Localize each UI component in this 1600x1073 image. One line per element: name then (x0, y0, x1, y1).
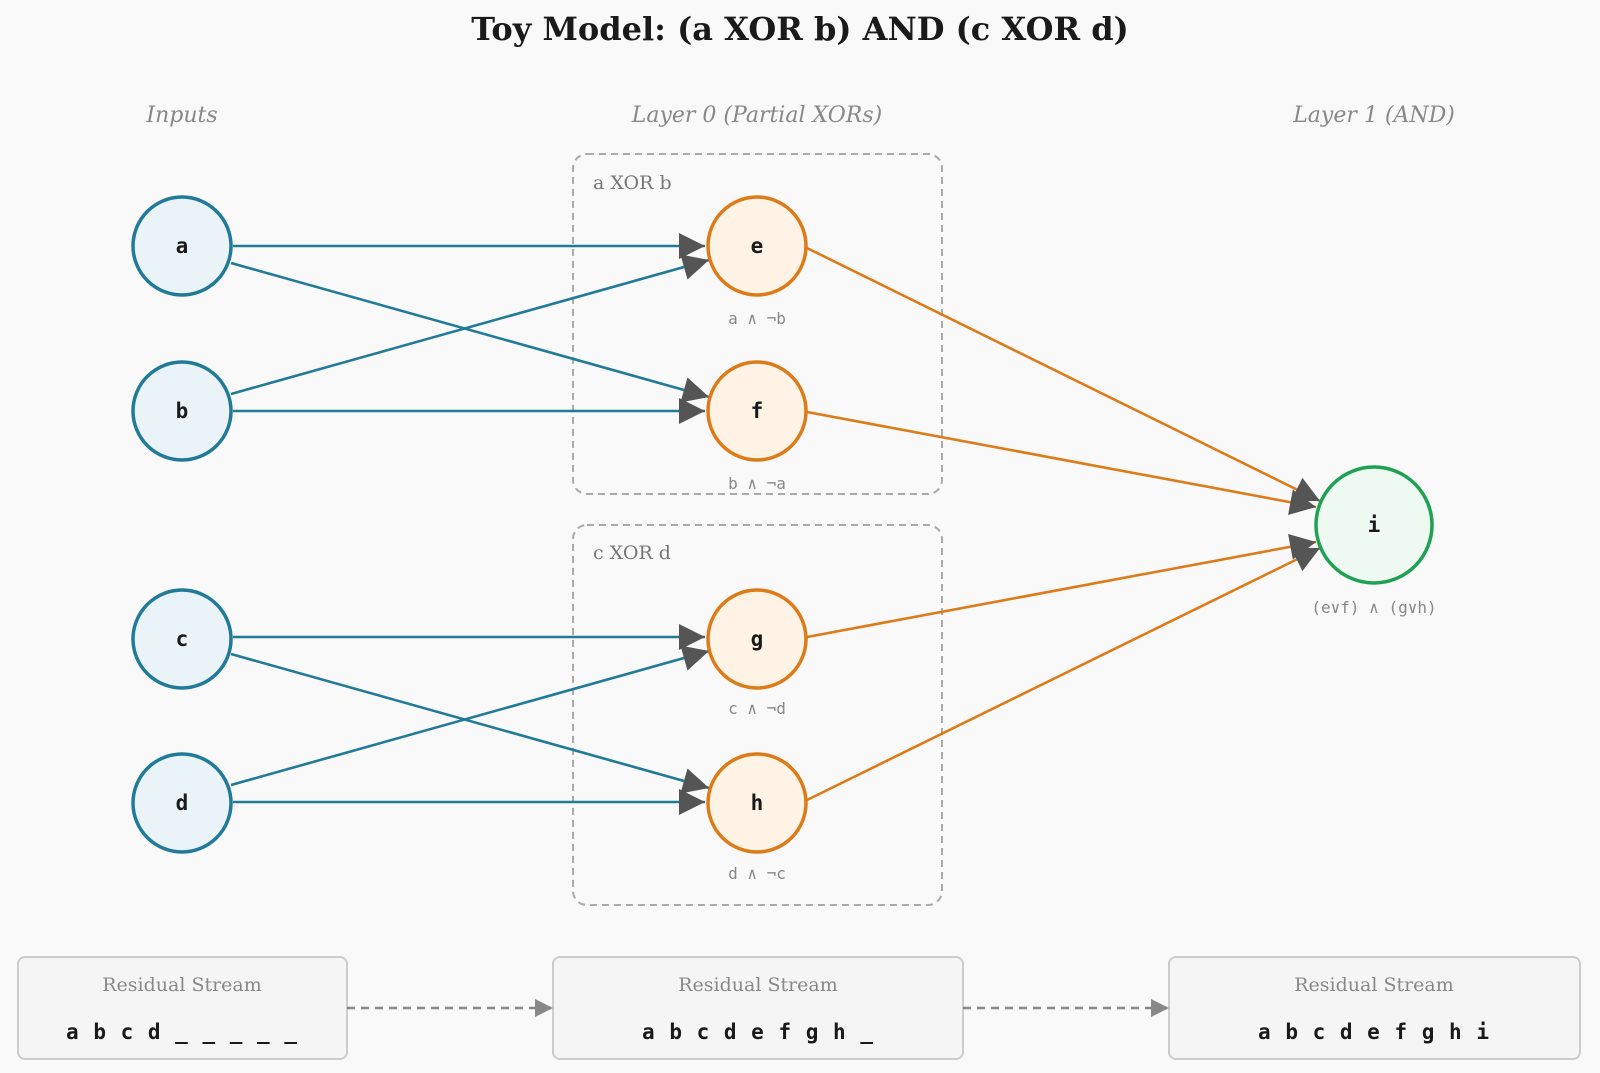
node-d: d (131, 752, 233, 854)
edge-a-f (230, 261, 710, 403)
node-sublabel-e: a ∧ ¬b (728, 309, 786, 328)
node-label-b: b (176, 399, 189, 423)
node-e: e (706, 195, 808, 297)
node-label-c: c (176, 627, 189, 651)
edge-h-i (806, 546, 1321, 802)
diagram-title: Toy Model: (a XOR b) AND (c XOR d) (471, 10, 1129, 48)
node-g: g (706, 588, 808, 690)
residual-stream-box-2: Residual Stream a b c d e f g h _ (552, 956, 964, 1060)
residual-stream-box-1: Residual Stream a b c d _ _ _ _ _ (17, 956, 348, 1060)
residual-stream-content-1: a b c d _ _ _ _ _ (66, 1020, 298, 1044)
node-label-a: a (176, 234, 189, 258)
group-label-a-xor-b: a XOR b (593, 172, 672, 194)
column-label-layer0: Layer 0 (Partial XORs) (631, 103, 882, 128)
node-label-h: h (751, 791, 764, 815)
node-b: b (131, 360, 233, 462)
node-h: h (706, 752, 808, 854)
edge-e-i (806, 246, 1321, 503)
node-c: c (131, 588, 233, 690)
group-box-c-xor-d (572, 524, 943, 906)
node-label-i: i (1368, 513, 1381, 537)
column-label-inputs: Inputs (145, 103, 217, 128)
residual-stream-title-1: Residual Stream (102, 974, 262, 996)
node-label-g: g (751, 627, 764, 651)
node-a: a (131, 195, 233, 297)
residual-stream-content-3: a b c d e f g h i (1258, 1020, 1490, 1044)
edge-g-i (806, 533, 1317, 639)
node-label-d: d (176, 791, 189, 815)
edge-b-e (230, 254, 710, 396)
node-f: f (706, 360, 808, 462)
column-label-layer1: Layer 1 (AND) (1292, 103, 1455, 128)
edge-f-i (806, 410, 1317, 516)
edge-c-h (230, 652, 710, 794)
node-sublabel-i: (e∨f) ∧ (g∨h) (1311, 598, 1436, 617)
node-sublabel-f: b ∧ ¬a (728, 474, 786, 493)
residual-stream-title-2: Residual Stream (678, 974, 838, 996)
edge-d-g (230, 645, 710, 787)
node-i: i (1314, 465, 1434, 585)
node-sublabel-g: c ∧ ¬d (728, 699, 786, 718)
residual-stream-content-2: a b c d e f g h _ (642, 1020, 874, 1044)
residual-stream-box-3: Residual Stream a b c d e f g h i (1168, 956, 1581, 1060)
node-label-e: e (751, 234, 764, 258)
residual-stream-title-3: Residual Stream (1294, 974, 1454, 996)
group-label-c-xor-d: c XOR d (593, 542, 671, 564)
node-sublabel-h: d ∧ ¬c (728, 864, 786, 883)
group-box-a-xor-b (572, 153, 943, 495)
node-label-f: f (751, 399, 764, 423)
